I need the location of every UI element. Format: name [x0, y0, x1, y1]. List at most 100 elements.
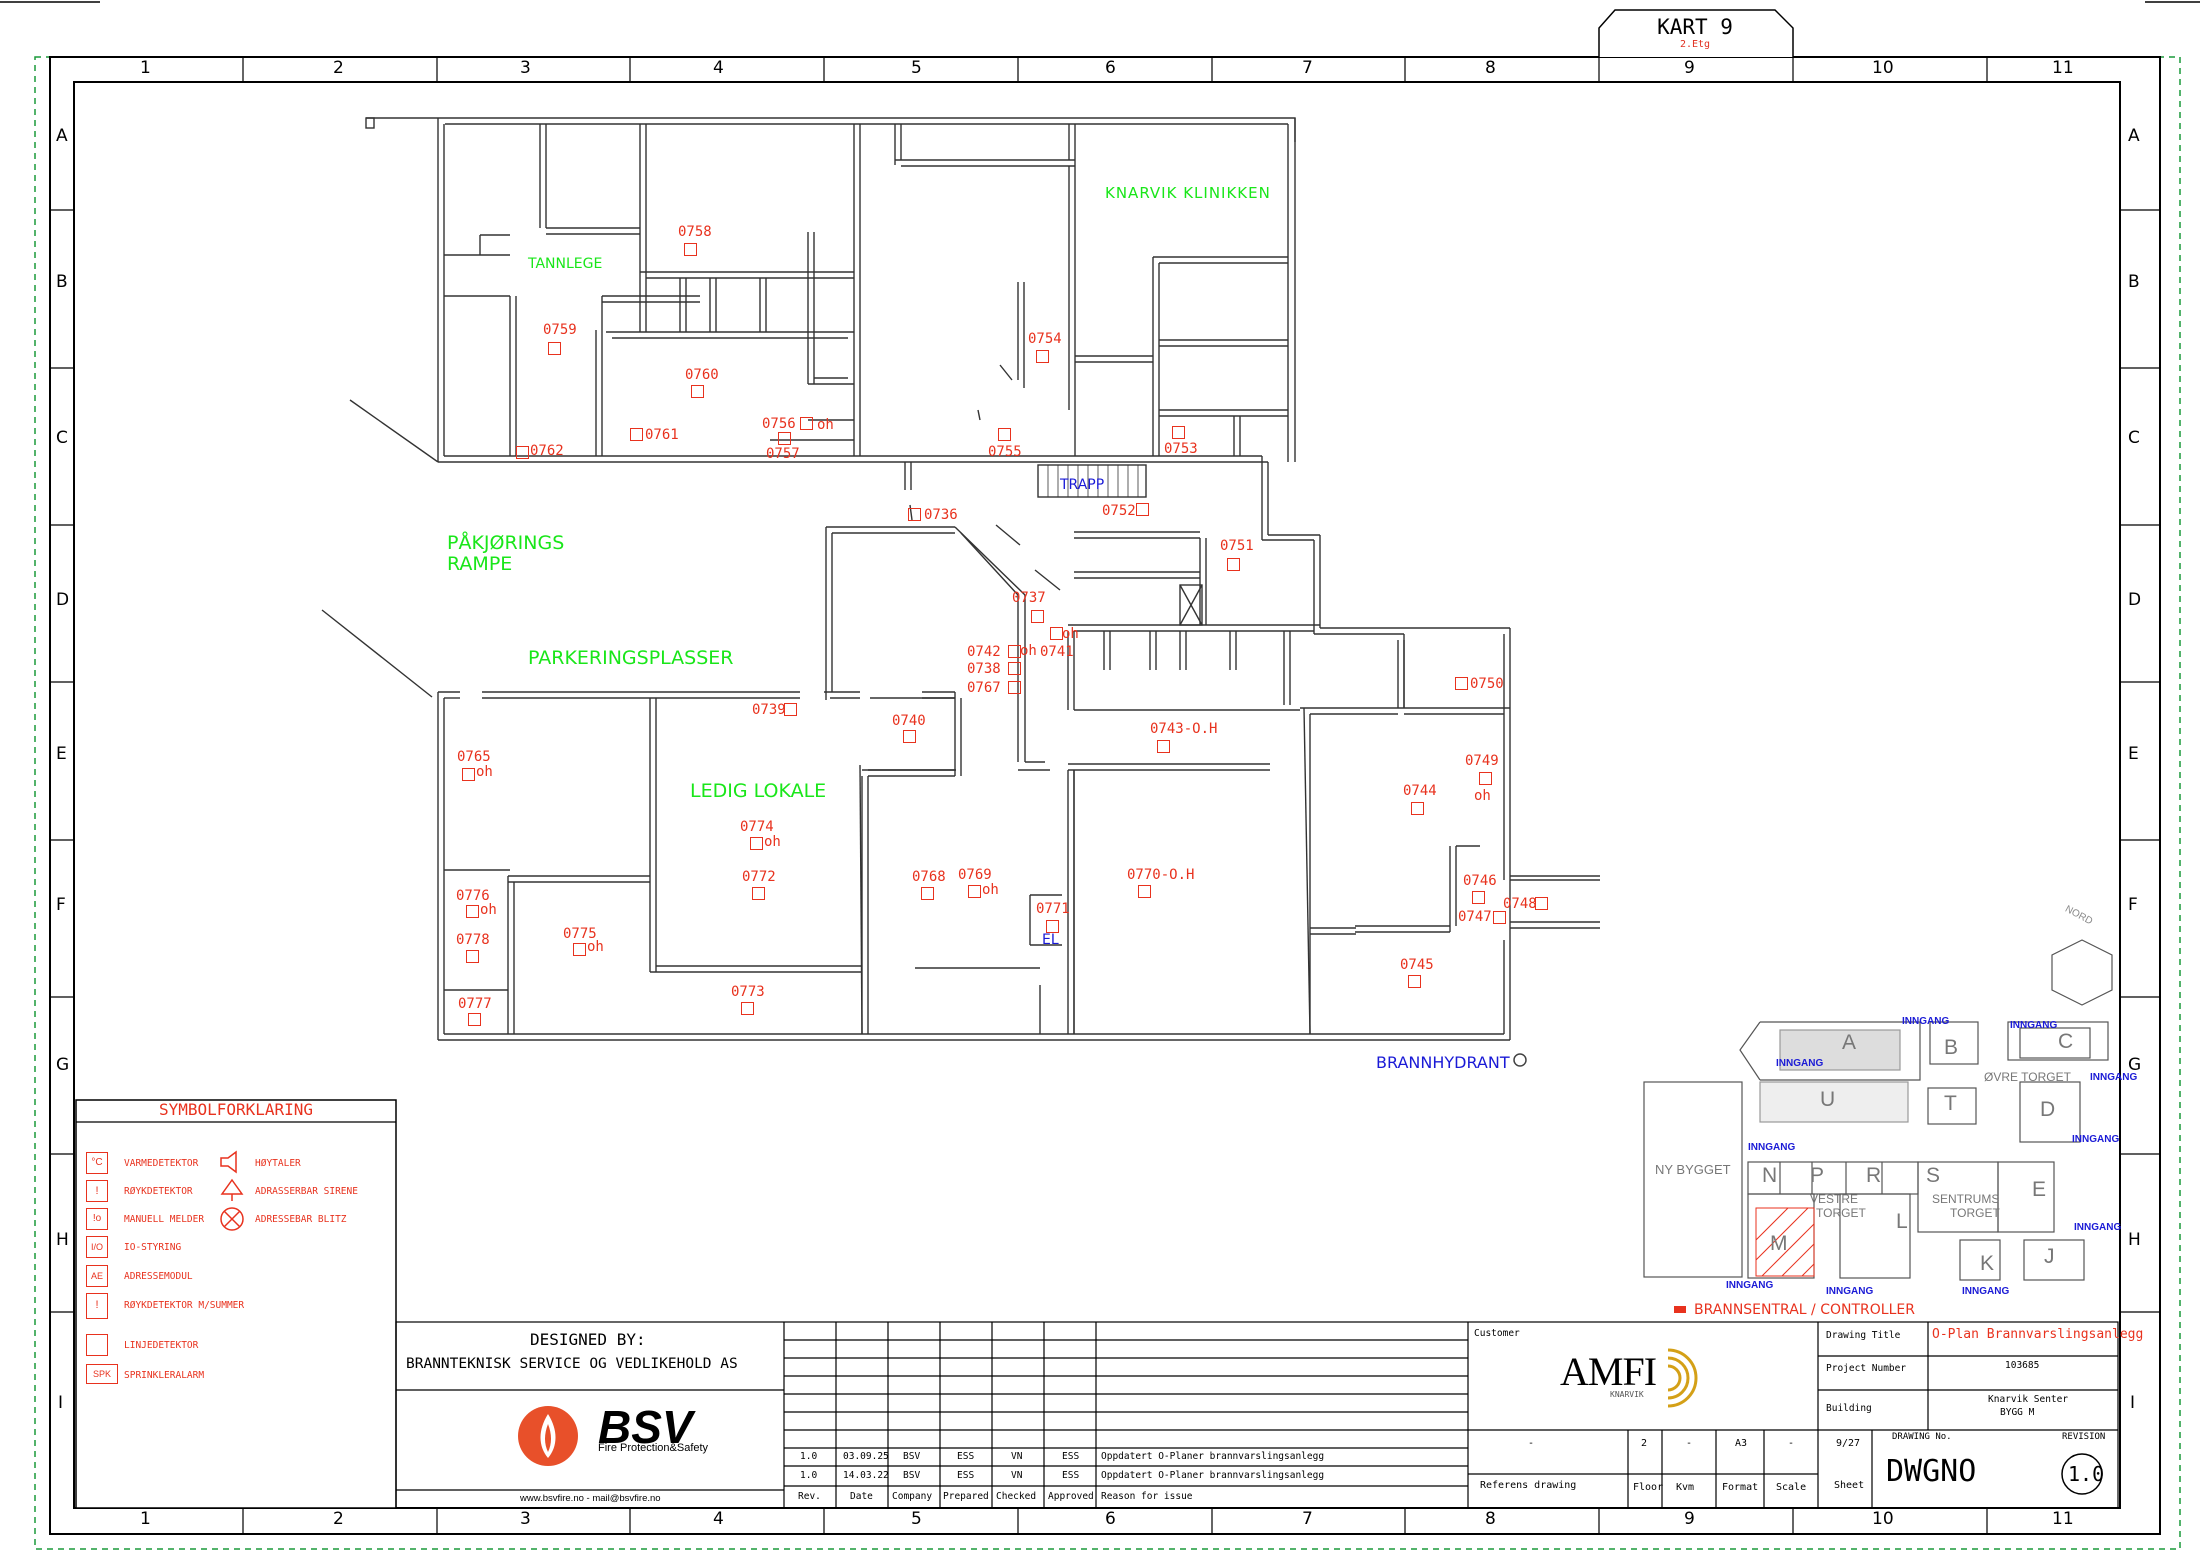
room-label: 0756	[762, 416, 796, 432]
smoke-detector-icon	[1008, 681, 1021, 694]
legend-label: SPRINKLERALARM	[124, 1370, 205, 1381]
grid-col: 1	[140, 58, 151, 78]
room-label: 0767	[967, 680, 1001, 696]
grid-col: 10	[1872, 1509, 1894, 1529]
sheet-tab-label: KART 9 2.Etg	[1600, 10, 1790, 52]
room-label: 0751	[1220, 538, 1254, 554]
sentrums-torget-label: TORGET	[1950, 1206, 2000, 1220]
grid-row: I	[2130, 1393, 2136, 1413]
grid-col: 6	[1105, 58, 1116, 78]
ovre-torget-label: ØVRE TORGET	[1984, 1070, 2071, 1084]
block-label: P	[1810, 1164, 1825, 1187]
smoke-detector-icon	[1136, 503, 1149, 516]
grid-col: 8	[1485, 58, 1496, 78]
project-number: 103685	[2005, 1360, 2040, 1371]
room-label: 0777	[458, 996, 492, 1012]
rev-cell: ESS	[957, 1451, 975, 1462]
rev-cell: ESS	[1062, 1470, 1080, 1481]
grid-row: D	[56, 590, 70, 610]
block-label: B	[1944, 1036, 1959, 1059]
building-label: Building	[1826, 1403, 1872, 1414]
grid-row: F	[56, 895, 66, 915]
entrance-label: INNGANG	[1902, 1016, 1950, 1027]
ref-drawing-label: Referens drawing	[1480, 1480, 1577, 1491]
block-label: T	[1944, 1092, 1957, 1115]
block-label: L	[1896, 1210, 1908, 1233]
designer-company: BRANNTEKNISK SERVICE OG VEDLIKEHOLD AS	[406, 1356, 738, 1372]
room-label: 0761	[645, 427, 679, 443]
kvm-value: -	[1686, 1438, 1693, 1449]
grid-row: B	[56, 272, 68, 292]
grid-ticks	[50, 57, 2160, 1534]
rev-cell: ESS	[957, 1470, 975, 1481]
smoke-detector-icon	[921, 887, 934, 900]
room-label: 0771	[1036, 901, 1070, 917]
amfi-logo-text: AMFI	[1560, 1349, 1657, 1394]
manual-call-point-icon	[516, 446, 529, 459]
room-label: 0762	[530, 443, 564, 459]
smoke-detector-icon	[903, 730, 916, 743]
sentrums-label: SENTRUMS	[1932, 1192, 2000, 1206]
legend-label: ADRESSEMODUL	[124, 1271, 193, 1282]
smoke-detector-icon	[1455, 677, 1468, 690]
room-label: 0752	[1102, 503, 1136, 519]
grid-row: G	[2128, 1055, 2142, 1075]
scale-value: -	[1788, 1438, 1795, 1449]
grid-col: 6	[1105, 1509, 1116, 1529]
rev-header: Approved	[1048, 1491, 1094, 1502]
designed-by-label: DESIGNED BY:	[530, 1330, 646, 1349]
manual-call-point-icon	[1008, 662, 1021, 675]
room-label: 0757	[766, 446, 800, 462]
strobe-icon	[220, 1207, 244, 1231]
room-label: 0739	[752, 702, 786, 718]
area-label-el: EL	[1042, 932, 1059, 948]
smoke-detector-icon	[741, 1002, 754, 1015]
title-block-lines	[395, 1321, 2119, 1509]
smoke-detector-icon	[1411, 802, 1424, 815]
room-label: 0737	[1012, 590, 1046, 606]
sheet-value: 9/27	[1836, 1438, 1861, 1449]
siren-icon	[220, 1178, 244, 1201]
room-label: 0747	[1458, 909, 1492, 925]
smoke-detector-icon	[1046, 920, 1059, 933]
block-label: M	[1770, 1232, 1788, 1255]
sheet-label: Sheet	[1834, 1480, 1865, 1491]
revision-value: 1.0	[2068, 1462, 2105, 1486]
smoke-detector-icon	[468, 1013, 481, 1026]
room-label: 0770-O.H	[1127, 867, 1195, 883]
room-label: 0738	[967, 661, 1001, 677]
revision-label: REVISION	[2062, 1432, 2106, 1442]
rev-cell: 1.0	[800, 1451, 818, 1462]
block-label: J	[2044, 1245, 2055, 1268]
building-walls	[321, 117, 1600, 1041]
grid-col: 1	[140, 1509, 151, 1529]
floor-label: Floor	[1633, 1482, 1664, 1493]
grid-col: 3	[520, 1509, 531, 1529]
grid-row: F	[2128, 895, 2138, 915]
entrance-label: INNGANG	[1776, 1058, 1824, 1069]
area-label-ledig: LEDIG LOKALE	[690, 780, 827, 802]
area-label-tannlege: TANNLEGE	[528, 256, 603, 272]
grid-col: 2	[333, 58, 344, 78]
room-label: 0745	[1400, 957, 1434, 973]
smoke-detector-icon	[1172, 426, 1185, 439]
oh-label: oh	[982, 882, 999, 898]
rev-cell: BSV	[903, 1451, 921, 1462]
room-label: 0773	[731, 984, 765, 1000]
address-module-icon: AE	[86, 1265, 108, 1287]
room-label: 0760	[685, 367, 719, 383]
speaker-icon	[220, 1150, 237, 1174]
rev-cell: Oppdatert O-Planer brannvarslingsanlegg	[1101, 1470, 1325, 1481]
format-value: A3	[1735, 1438, 1748, 1449]
room-label: 0776	[456, 888, 490, 904]
smoke-detector-icon	[573, 943, 586, 956]
block-label: K	[1980, 1252, 1995, 1275]
room-label: 0758	[678, 224, 712, 240]
legend-title: SYMBOLFORKLARING	[158, 1100, 314, 1119]
sheet-title: KART 9	[1657, 15, 1733, 39]
rev-header: Rev.	[798, 1491, 821, 1502]
room-label: 0749	[1465, 753, 1499, 769]
area-label-parkering: PARKERINGSPLASSER	[528, 647, 734, 669]
grid-row: B	[2128, 272, 2140, 292]
smoke-detector-icon	[1479, 772, 1492, 785]
